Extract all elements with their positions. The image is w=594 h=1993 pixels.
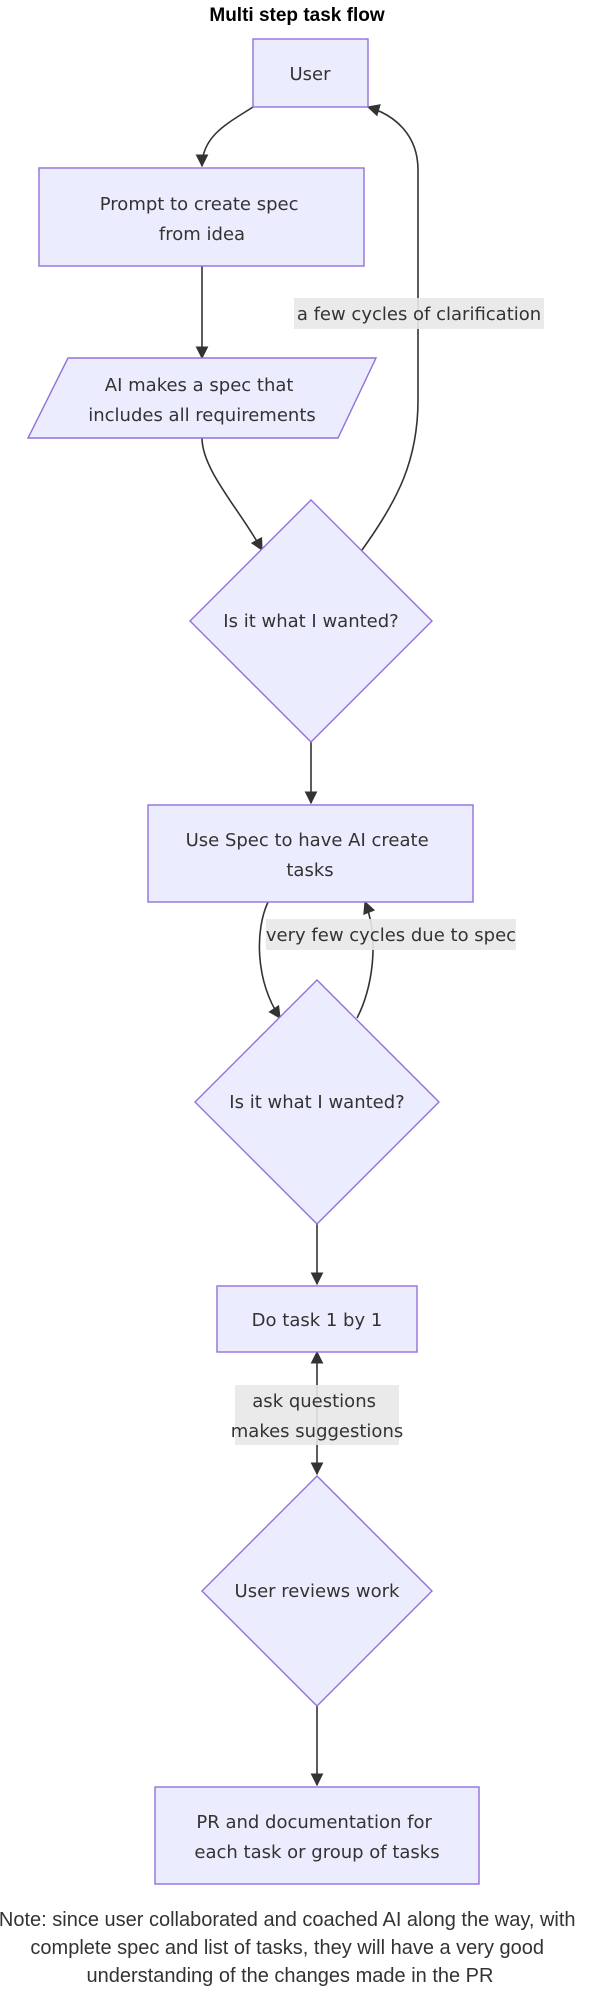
footer-note: Note: since user collaborated and coache…	[0, 1909, 581, 1987]
node-user-label: User	[289, 64, 331, 85]
label-questions: ask questions makes suggestions	[231, 1391, 403, 1442]
node-tasks: Use Spec to have AI create tasks	[147, 804, 474, 903]
edge-tasks-to-check2	[258, 901, 281, 1020]
node-pr: PR and documentation for each task or gr…	[154, 1786, 480, 1885]
label-clarification: a few cycles of clarification	[297, 304, 541, 325]
node-check-2-label: Is it what I wanted?	[229, 1092, 404, 1113]
node-do-task: Do task 1 by 1	[216, 1285, 418, 1353]
node-do-task-label: Do task 1 by 1	[252, 1310, 383, 1331]
node-tasks-label: Use Spec to have AI create tasks	[186, 830, 435, 881]
edge-spec-to-check1	[201, 437, 263, 552]
node-check-1-label: Is it what I wanted?	[223, 611, 398, 632]
node-ai-spec-label: AI makes a spec that includes all requir…	[88, 375, 316, 426]
edge-user-to-prompt	[195, 106, 254, 168]
node-pr-label: PR and documentation for each task or gr…	[194, 1812, 439, 1863]
node-prompt-label: Prompt to create spec from idea	[100, 194, 304, 245]
node-check-2: Is it what I wanted?	[194, 979, 440, 1225]
node-check-1: Is it what I wanted?	[189, 499, 433, 743]
label-bg-questions	[235, 1385, 399, 1445]
node-review: User reviews work	[201, 1475, 433, 1707]
label-bg-few-cycles	[266, 919, 516, 950]
node-review-label: User reviews work	[235, 1581, 401, 1602]
node-prompt: Prompt to create spec from idea	[38, 167, 365, 267]
diagram-title: Multi step task flow	[209, 5, 384, 26]
label-few-cycles: very few cycles due to spec	[266, 925, 516, 946]
node-user: User	[252, 38, 369, 108]
label-bg-clarification	[294, 298, 544, 329]
node-ai-spec: AI makes a spec that includes all requir…	[26, 357, 378, 439]
edge-check1-to-user	[361, 104, 419, 551]
edge-check2-to-tasks	[356, 900, 376, 1019]
